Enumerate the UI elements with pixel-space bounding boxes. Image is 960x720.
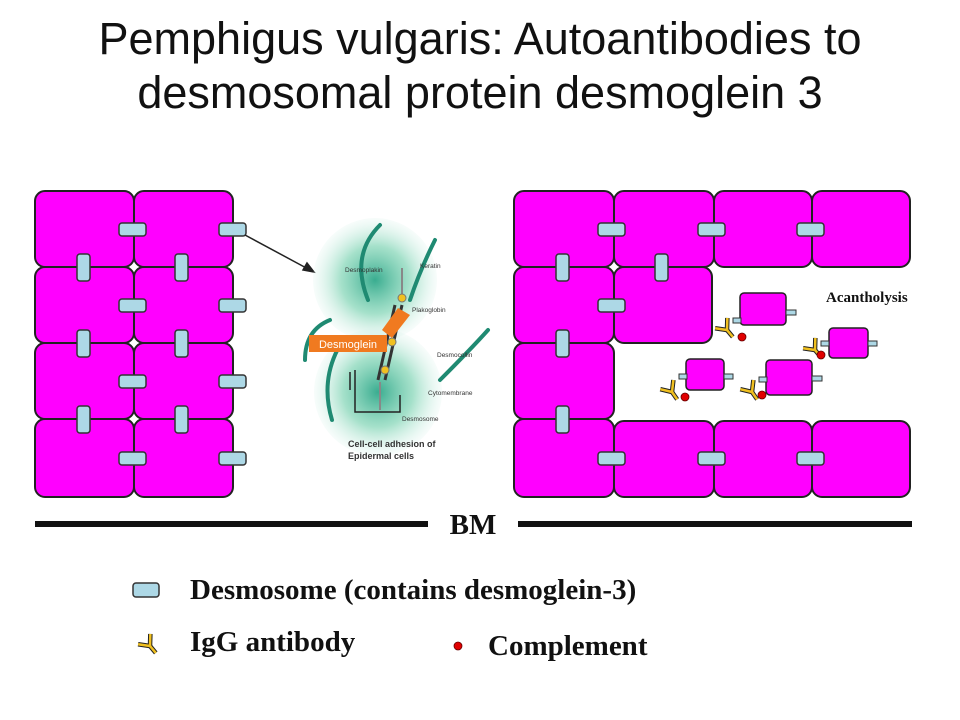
detached-cell-stubs xyxy=(678,309,878,383)
desmoglein-label: Desmoglein xyxy=(319,339,377,351)
acantholysis-label: Acantholysis xyxy=(826,290,908,306)
inset-label-keratin: Keratin xyxy=(420,263,441,270)
desmosomes-left xyxy=(76,222,247,466)
legend-igg-icon xyxy=(138,634,162,658)
legend-symbols xyxy=(132,582,463,658)
detached-cells xyxy=(685,292,869,396)
legend-desmosome-label: Desmosome (contains desmoglein-3) xyxy=(190,574,637,606)
legend-desmosome-swatch xyxy=(132,582,160,598)
inset-label-desmocollin: Desmocollin xyxy=(437,352,473,359)
title-line-1: Pemphigus vulgaris: Autoantibodies to xyxy=(98,13,862,64)
legend-complement-label: Complement xyxy=(488,630,648,662)
inset-label-desmoplakin: Desmoplakin xyxy=(345,267,383,274)
inset-caption-line-2: Epidermal cells xyxy=(348,451,414,461)
basement-membrane: BM xyxy=(35,509,912,541)
complement-dots xyxy=(680,332,826,402)
desmosomes-right xyxy=(555,222,825,466)
inset-label-cytomembrane: Cytomembrane xyxy=(428,390,473,397)
intact-epidermis xyxy=(34,190,316,498)
legend-igg-label: IgG antibody xyxy=(190,626,356,658)
legend-complement-dot xyxy=(453,641,463,651)
zoom-arrow xyxy=(244,234,316,274)
cell-grid-left xyxy=(34,190,234,498)
acantholytic-epidermis: Acantholysis xyxy=(513,190,911,498)
inset-label-plakoglobin: Plakoglobin xyxy=(412,307,446,314)
desmosome-inset: Desmoglein Desmoplakin Keratin Plakoglob… xyxy=(303,218,490,461)
inset-label-desmosome: Desmosome xyxy=(402,416,439,423)
inset-caption-line-1: Cell-cell adhesion of xyxy=(348,439,437,449)
desmoglein-box xyxy=(309,335,387,352)
page-title: Pemphigus vulgaris: Autoantibodies to de… xyxy=(0,12,960,120)
title-line-2: desmosomal protein desmoglein 3 xyxy=(137,67,823,118)
bm-label: BM xyxy=(450,509,497,541)
cell-grid-right xyxy=(513,190,911,498)
